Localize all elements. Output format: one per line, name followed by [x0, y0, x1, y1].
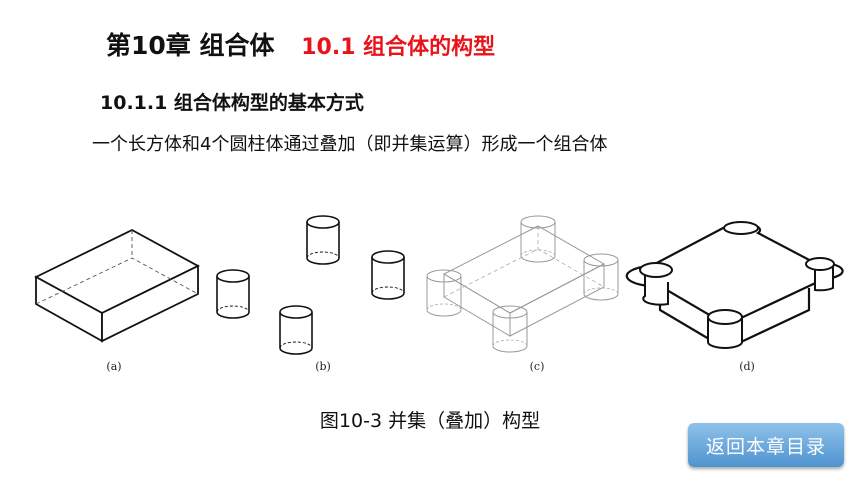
figure-label-d: (d): [739, 360, 755, 373]
cylinders-b: [279, 215, 405, 355]
figure-label-c: (c): [530, 360, 545, 373]
cylinder-a: [216, 269, 250, 319]
figure-10-3: (a) (b) (c) (d): [34, 215, 844, 373]
assembly-c: [426, 215, 619, 353]
figure-label-a: (a): [106, 360, 121, 373]
chapter-label: 第10章 组合体: [106, 31, 275, 60]
section-label: 10.1 组合体的构型: [301, 35, 496, 60]
figure-caption: 图10-3 并集（叠加）构型: [319, 410, 541, 432]
back-to-toc-button[interactable]: 返回本章目录: [688, 423, 844, 467]
chapter-title: 第10章 组合体 10.1 组合体的构型: [106, 26, 495, 62]
combined-solid-d: [625, 221, 844, 349]
subsection-title: 10.1.1 组合体构型的基本方式: [100, 92, 364, 114]
figure-label-b: (b): [315, 360, 331, 373]
box-shape-a: [34, 228, 200, 343]
description-text: 一个长方体和4个圆柱体通过叠加（即并集运算）形成一个组合体: [92, 134, 608, 155]
